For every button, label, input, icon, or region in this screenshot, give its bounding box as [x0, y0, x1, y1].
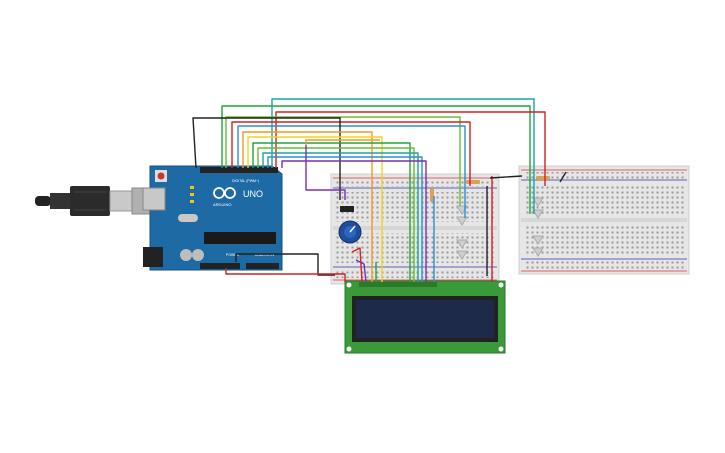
wire-orange-2[interactable] — [305, 139, 380, 145]
wire-green-top[interactable] — [221, 105, 531, 214]
analog-header-label: ANALOG IN — [255, 253, 275, 257]
lcd-screen — [356, 300, 494, 338]
arduino-uno-board[interactable]: UNO ARDUINO DIGITAL (PWM~) POWER ANALOG … — [142, 165, 283, 271]
wire-black-link[interactable] — [489, 175, 523, 179]
wire-black-power[interactable] — [235, 253, 335, 276]
lcd-16x2[interactable] — [344, 280, 506, 354]
breadboard-secondary[interactable] — [518, 165, 690, 275]
wire-teal-2[interactable] — [262, 152, 419, 282]
power-jack — [143, 247, 163, 267]
wire-lime-top[interactable] — [225, 116, 461, 206]
usb-cable-icon[interactable] — [35, 186, 157, 216]
wire-purple-lcd[interactable] — [355, 259, 367, 283]
board-brand: ARDUINO — [213, 202, 231, 207]
analog-header[interactable] — [246, 263, 279, 269]
wire-group — [192, 98, 567, 283]
power-header[interactable] — [200, 263, 240, 269]
wire-teal-top[interactable] — [271, 98, 535, 214]
lcd-pin-header[interactable] — [359, 282, 437, 287]
wire-red-mid[interactable] — [231, 121, 471, 186]
arduino-logo-icon — [213, 187, 236, 199]
board-model: UNO — [243, 189, 263, 199]
digital-header-label: DIGITAL (PWM~) — [232, 179, 259, 183]
wire-green-2[interactable] — [252, 142, 411, 282]
digital-header[interactable] — [200, 167, 278, 173]
wire-yellow-1[interactable] — [247, 136, 383, 282]
wire-red-top[interactable] — [275, 111, 546, 186]
wire-black-short[interactable] — [559, 171, 567, 183]
wire-blue-mid[interactable] — [237, 125, 466, 218]
wire-red-lcd[interactable] — [351, 247, 363, 283]
wire-blue-2[interactable] — [267, 156, 423, 282]
potentiometer-icon[interactable] — [338, 206, 362, 244]
atmega-chip — [204, 232, 276, 244]
wire-purple-2[interactable] — [305, 145, 346, 200]
wire-red-power[interactable] — [225, 268, 346, 282]
wire-lime-2[interactable] — [257, 147, 415, 282]
wire-orange-1[interactable] — [242, 131, 373, 282]
led-icon — [456, 197, 544, 260]
usb-port — [142, 187, 166, 211]
power-header-label: POWER — [226, 253, 240, 257]
wire-purple-1[interactable] — [281, 160, 427, 282]
breadboard-main[interactable] — [330, 173, 500, 285]
wire-black-gnd[interactable] — [192, 117, 341, 200]
